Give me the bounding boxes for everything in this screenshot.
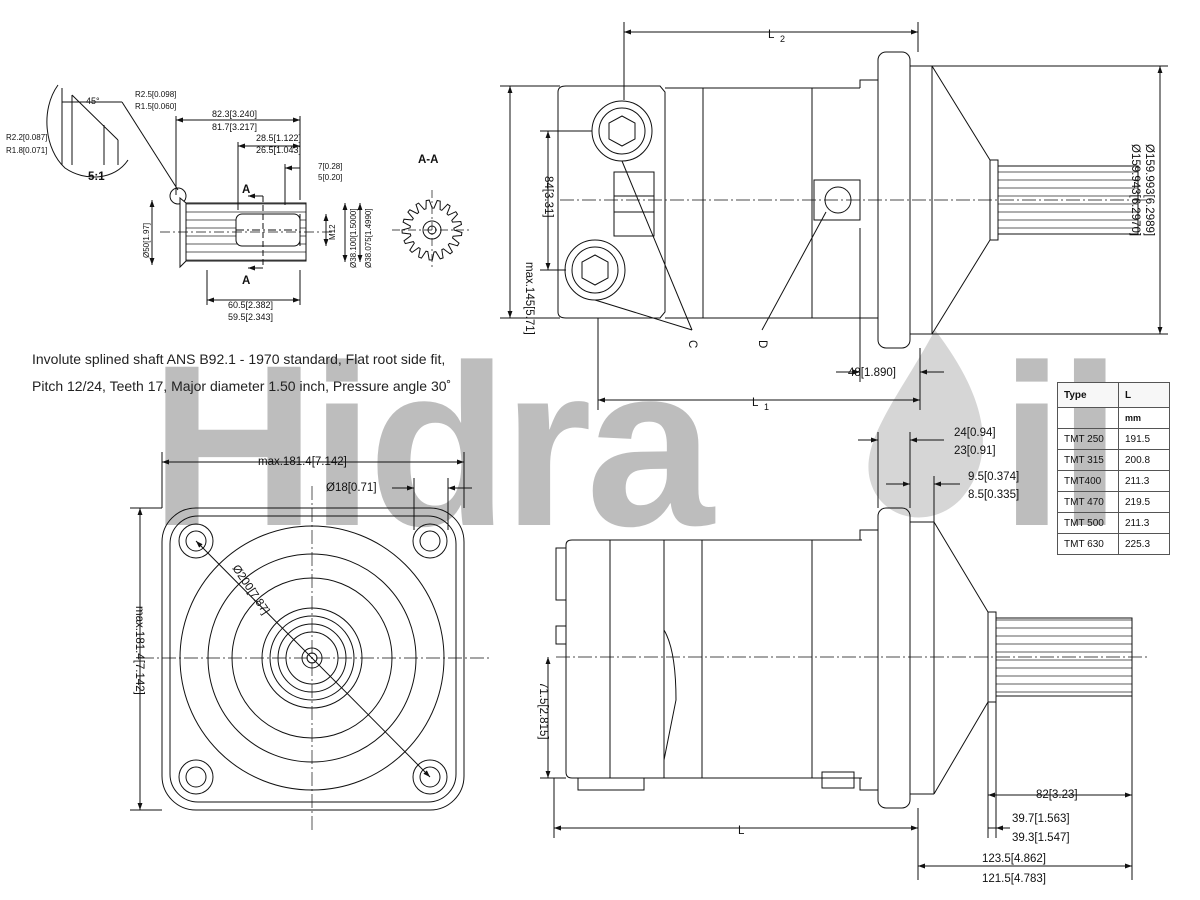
dim-shaft-39-7: 39.7[1.563] bbox=[1012, 813, 1070, 825]
watermark-text: Hidra bbox=[150, 317, 716, 574]
dim-L2-sub: 2 bbox=[780, 34, 785, 44]
table-cell-l: 219.5 bbox=[1118, 491, 1170, 513]
dim-shaft-39-3: 39.3[1.547] bbox=[1012, 832, 1070, 844]
port-label-d: D bbox=[756, 340, 768, 348]
dim-L2: L bbox=[768, 29, 775, 41]
table-cell-type: TMT 470 bbox=[1057, 491, 1119, 513]
table-cell-type: TMT400 bbox=[1057, 470, 1119, 492]
table-header-type: Type bbox=[1057, 382, 1119, 408]
shaft-note-line-1: Involute splined shaft ANS B92.1 - 1970 … bbox=[32, 351, 446, 367]
top-view bbox=[500, 22, 1168, 410]
dim-shaft-121-5: 121.5[4.783] bbox=[982, 873, 1046, 885]
table-cell-type: TMT 630 bbox=[1057, 533, 1119, 555]
port-label-c: C bbox=[686, 340, 698, 348]
dim-L1-sub: 1 bbox=[764, 402, 769, 412]
shaft-bottom-min: 59.5[2.343] bbox=[228, 312, 273, 322]
table-cell-empty bbox=[1057, 407, 1119, 429]
detail-angle: 45° bbox=[86, 96, 100, 106]
detail-radius-left-max: R2.2[0.087] bbox=[6, 133, 47, 142]
dim-flange-8-5: 8.5[0.335] bbox=[968, 489, 1019, 501]
dim-pilot-dia-max: Ø159.993[6.2989] bbox=[1143, 144, 1155, 236]
shaft-dia-50: Ø50[1.97] bbox=[142, 223, 151, 258]
dim-flange-9-5: 9.5[0.374] bbox=[968, 471, 1019, 483]
section-mark-bottom: A bbox=[242, 275, 250, 287]
shaft-dia-38-max: Ø38.100[1.5000] bbox=[349, 208, 358, 268]
table-cell-l: 225.3 bbox=[1118, 533, 1170, 555]
detail-radius-left-min: R1.8[0.071] bbox=[6, 146, 47, 155]
table-cell-l: 211.3 bbox=[1118, 512, 1170, 534]
dim-shaft-123-5: 123.5[4.862] bbox=[982, 853, 1046, 865]
shaft-specification-note: Involute splined shaft ANS B92.1 - 1970 … bbox=[32, 346, 502, 400]
front-view bbox=[130, 452, 490, 830]
shaft-length-min: 81.7[3.217] bbox=[212, 122, 257, 132]
shaft-bottom-max: 60.5[2.382] bbox=[228, 300, 273, 310]
shaft-view bbox=[149, 116, 363, 305]
watermark: Hidra il bbox=[150, 317, 1122, 574]
dim-front-width: max.181.4[7.142] bbox=[258, 456, 347, 468]
shaft-note-line-2: Pitch 12/24, Teeth 17, Major diameter 1.… bbox=[32, 378, 452, 394]
dim-L: L bbox=[738, 825, 745, 837]
dim-pilot-dia-min: Ø159.943[6.2970] bbox=[1129, 144, 1141, 236]
spline-section-gear bbox=[392, 190, 472, 270]
table-unit-row: mm bbox=[1057, 407, 1170, 429]
detail-radius-top-min: R1.5[0.060] bbox=[135, 102, 176, 111]
dim-height-145: max.145[5.71] bbox=[523, 262, 535, 335]
dim-flange-24: 24[0.94] bbox=[954, 427, 996, 439]
table-cell-type: TMT 250 bbox=[1057, 428, 1119, 450]
table-cell-l: 191.5 bbox=[1118, 428, 1170, 450]
table-cell-type: TMT 500 bbox=[1057, 512, 1119, 534]
detail-radius-top-max: R2.5[0.098] bbox=[135, 90, 176, 99]
step-length-max: 7[0.28] bbox=[318, 162, 342, 171]
shaft-dia-38-min: Ø38.075[1.4990] bbox=[364, 208, 373, 268]
key-length-min: 26.5[1.043] bbox=[256, 145, 301, 155]
side-view bbox=[540, 432, 1150, 880]
table-unit: mm bbox=[1118, 407, 1170, 429]
dim-flange-48: 48[1.890] bbox=[848, 367, 896, 379]
step-length-min: 5[0.20] bbox=[318, 173, 342, 182]
dim-flange-23: 23[0.91] bbox=[954, 445, 996, 457]
table-cell-l: 211.3 bbox=[1118, 470, 1170, 492]
dim-port-84: 84[3.31] bbox=[542, 176, 554, 218]
dim-mounting-hole: Ø18[0.71] bbox=[326, 482, 377, 494]
table-header-row: Type L bbox=[1057, 382, 1170, 408]
section-title: A-A bbox=[418, 154, 438, 166]
detail-scale: 5:1 bbox=[88, 171, 105, 183]
key-length-max: 28.5[1.122] bbox=[256, 133, 301, 143]
table-cell-type: TMT 315 bbox=[1057, 449, 1119, 471]
dim-height-71-5: 71.5[2.815] bbox=[537, 682, 549, 740]
dim-front-height: max.181.4[7.142] bbox=[133, 606, 145, 695]
dim-L1: L bbox=[752, 397, 759, 409]
dim-shaft-82: 82[3.23] bbox=[1036, 789, 1078, 801]
table-header-l: L bbox=[1118, 382, 1170, 408]
shaft-length-max: 82.3[3.240] bbox=[212, 109, 257, 119]
detail-view bbox=[46, 84, 187, 205]
section-mark-top: A bbox=[242, 184, 250, 196]
watermark-drop-icon bbox=[868, 330, 983, 518]
table-cell-l: 200.8 bbox=[1118, 449, 1170, 471]
shaft-thread: M12 bbox=[328, 224, 337, 240]
